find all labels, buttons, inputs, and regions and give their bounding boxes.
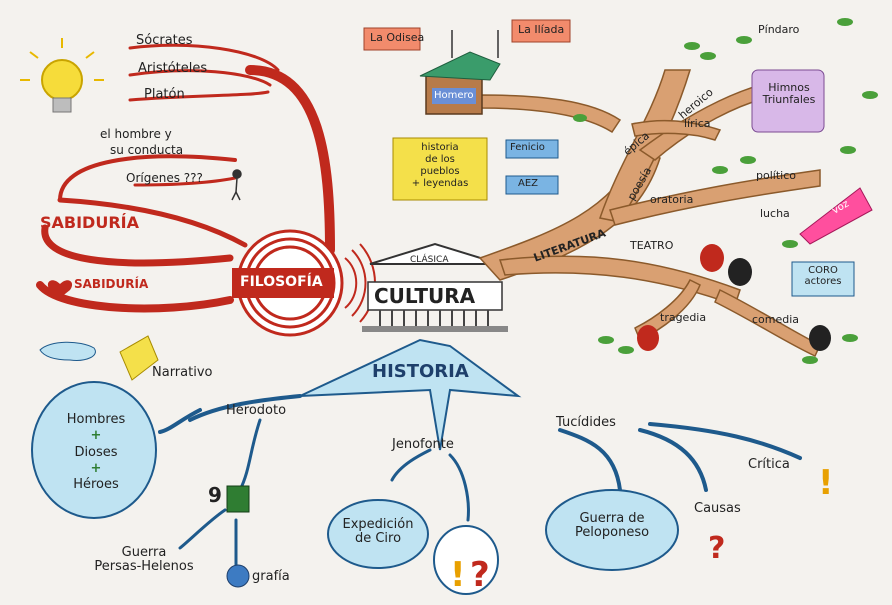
- wisdom-label: SABIDURÍA: [40, 213, 139, 232]
- war-line: Persas-Helenos: [94, 559, 194, 575]
- war-text: Guerra Persas-Helenos: [84, 545, 204, 575]
- filosofia-circle: [232, 229, 344, 337]
- filosofia-label: FILOSOFÍA: [240, 274, 323, 290]
- xenophon-label: Jenofonte: [392, 437, 454, 452]
- thucydides-label: Tucídides: [556, 415, 616, 430]
- choirs-text: CORO actores: [794, 265, 852, 287]
- question-ellipse: [433, 525, 499, 595]
- hymns-text: Himnos Triunfales: [756, 81, 822, 107]
- comedy-label: comedia: [752, 313, 800, 326]
- theatre-label: TEATRO: [630, 239, 674, 252]
- pindar-label: Píndaro: [758, 23, 800, 36]
- history-card: [392, 137, 488, 201]
- odyssey-label: La Odisea: [370, 31, 425, 44]
- tragedy-label: tragedia: [660, 311, 707, 324]
- men-gods-text: Hombres + Dioses + Héroes: [56, 412, 136, 493]
- political-label: político: [756, 169, 796, 182]
- men-gods-line: Hombres: [66, 412, 126, 427]
- hymns-line: Himnos: [768, 81, 810, 94]
- history-card-line: + leyendas: [411, 178, 469, 189]
- expedition-text: Expedición de Ciro: [336, 517, 420, 547]
- peloponeso-ellipse: [545, 489, 679, 571]
- peloponeso-line: Peloponeso: [574, 525, 650, 541]
- culture-subtitle: CLÁSICA: [410, 255, 449, 265]
- aez-label: AEZ: [518, 178, 539, 189]
- man-conduct-line1: el hombre y: [100, 127, 172, 141]
- men-gods-line: Héroes: [73, 477, 119, 492]
- expedition-ellipse: [327, 499, 429, 569]
- history-card-line: historia: [421, 142, 459, 153]
- question-red-icon: ?: [470, 555, 490, 595]
- causes-question-icon: ?: [708, 531, 725, 566]
- lyric-label: lírica: [684, 117, 711, 130]
- history-card-line: de los: [425, 154, 455, 165]
- peloponeso-text: Guerra de Peloponeso: [560, 511, 664, 541]
- philosophy-branches: [36, 43, 335, 313]
- men-gods-line: +: [90, 460, 102, 476]
- face-icon: [119, 335, 159, 381]
- criticism-exclamation-icon: !: [818, 463, 834, 503]
- man-conduct-line2: su conducta: [110, 143, 184, 157]
- phoenician-box: [505, 139, 559, 159]
- history-branches: [158, 394, 802, 568]
- hymns-line: Triunfales: [762, 93, 816, 107]
- globe-icon: [226, 564, 250, 588]
- voice-cone-icon: [799, 187, 873, 245]
- theatre-masks-icon: [637, 244, 831, 351]
- lightbulb-icon: [20, 38, 104, 113]
- choirs-box: [791, 261, 855, 297]
- history-card-line: pueblos: [420, 166, 460, 177]
- homer-house-icon: [419, 51, 501, 115]
- gods-ellipse: [31, 381, 157, 519]
- history-card-text: historia de los pueblos + leyendas: [396, 142, 484, 190]
- war-line: Guerra: [121, 545, 167, 560]
- peloponeso-line: Guerra de: [579, 511, 645, 526]
- herodotus-label: Herodoto: [226, 403, 287, 418]
- cloud-icon: [39, 341, 96, 361]
- fight-label: lucha: [760, 207, 790, 220]
- literature-tree: [478, 69, 821, 358]
- historia-title: HISTORIA: [372, 361, 469, 382]
- hymns-scroll: [751, 69, 825, 133]
- love-wisdom-label: SABIDURÍA: [74, 277, 149, 291]
- thinking-figure-icon: [231, 169, 242, 201]
- philosopher-socrates: Sócrates: [136, 33, 193, 48]
- culture-title: CULTURA: [374, 284, 476, 308]
- exclamation-orange-icon: !: [450, 555, 466, 595]
- nine-label: 9: [208, 483, 222, 507]
- iliad-label: La Ilíada: [518, 23, 565, 36]
- oratory-label: oratoria: [650, 193, 694, 206]
- choirs-line: CORO: [808, 265, 838, 276]
- choirs-line: actores: [804, 276, 842, 287]
- expedition-line: Expedición: [342, 517, 414, 532]
- philosopher-platon: Platón: [144, 87, 185, 102]
- men-gods-line: +: [90, 428, 102, 444]
- causes-label: Causas: [694, 501, 741, 516]
- men-gods-line: Dioses: [74, 444, 118, 460]
- homer-label: Homero: [434, 90, 474, 101]
- expedition-line: de Ciro: [354, 531, 402, 547]
- tree-leaves: [573, 18, 878, 364]
- aez-box: [505, 175, 559, 195]
- cultura-temple: [362, 242, 508, 332]
- criticism-label: Crítica: [748, 457, 790, 472]
- historia-mountain: [299, 338, 522, 451]
- origins-label: Orígenes ???: [126, 171, 203, 185]
- narrative-label: Narrativo: [152, 365, 213, 380]
- nine-book-icon: [226, 485, 250, 513]
- philosopher-aristoteles: Aristóteles: [138, 61, 208, 76]
- heart-icon: [47, 280, 73, 298]
- phoenician-label: Fenicio: [510, 142, 545, 153]
- book-flags: [363, 19, 571, 58]
- geography-label: grafía: [252, 569, 290, 584]
